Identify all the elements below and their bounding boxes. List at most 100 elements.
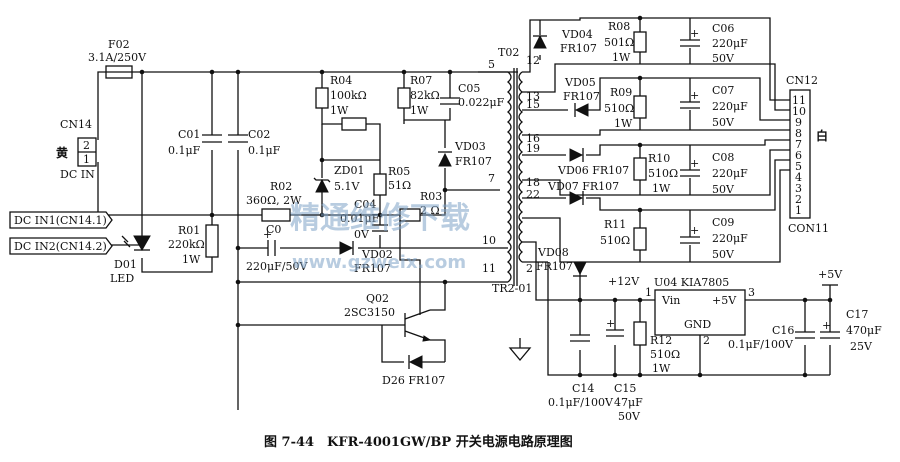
c04-value: 0.01μF	[340, 212, 380, 225]
vd02-type: FR107	[354, 262, 391, 275]
vd08-name: VD08	[537, 246, 569, 259]
figure-caption: 图 7-44 KFR-4001GW/BP 开关电源电路原理图	[264, 434, 573, 450]
vd07-label: VD07 FR107	[547, 180, 619, 193]
c03-value: 220μF/50V	[246, 260, 308, 273]
u04-pin1: 1	[645, 286, 652, 299]
diode-vd08: VD08 FR107	[536, 246, 587, 277]
r10-value: 510Ω	[648, 167, 678, 180]
tpin-5: 5	[488, 58, 495, 71]
c01-value: 0.1μF	[168, 144, 201, 157]
cn14-label: CN14	[60, 118, 92, 131]
svg-text:+: +	[690, 157, 699, 170]
capacitor-c08: + C08 220μF 50V	[680, 145, 748, 196]
r07-watt: 1W	[410, 104, 429, 117]
tpin-2: 2	[526, 262, 533, 275]
q02-name: Q02	[366, 292, 389, 305]
vd08-type: FR107	[536, 260, 573, 273]
r11-value: 510Ω	[600, 234, 630, 247]
r08-name: R08	[608, 20, 630, 33]
tpin-22: 22	[526, 188, 540, 201]
cn14-color: 黄	[56, 145, 68, 160]
resistor-r09: R09 510Ω 1W	[604, 86, 647, 130]
diode-vd05: VD05 FR107	[563, 76, 600, 117]
r04-name: R04	[330, 74, 352, 87]
c02-value: 0.1μF	[248, 144, 281, 157]
c17-name: C17	[846, 308, 868, 321]
u04-pin3: 3	[748, 286, 755, 299]
svg-text:+: +	[690, 27, 699, 40]
resistor-series	[341, 117, 367, 131]
watermark-url: www.gzweix.com	[292, 252, 466, 273]
cn12-label: CN12	[786, 74, 818, 87]
capacitor-c06: + C06 220μF 50V	[680, 18, 748, 65]
svg-text:+: +	[822, 319, 831, 332]
watermark-cn: 精通维修下载	[290, 201, 470, 236]
resistor-r05: R05 51Ω	[373, 165, 411, 196]
d01-type: LED	[110, 272, 134, 285]
diode-vd02: VD02 FR107	[339, 241, 393, 275]
r09-watt: 1W	[614, 117, 633, 130]
cpin-3: 3	[795, 182, 802, 195]
c14-value: 0.1μF/100V	[548, 396, 614, 409]
tpin-18: 18	[526, 176, 540, 189]
capacitor-c03: + C0 220μF/50V	[246, 223, 308, 273]
led-d01: D01 LED	[110, 235, 151, 285]
c16-value: 0.1μF/100V	[728, 338, 794, 351]
resistor-r12: R12 510Ω 1W	[633, 321, 680, 375]
r01-watt: 1W	[182, 253, 201, 266]
transistor-q02: Q02 2SC3150	[344, 292, 432, 342]
rail-labels: +12V +5V	[608, 268, 843, 288]
cpin-10: 10	[792, 105, 806, 118]
c14-name: C14	[572, 382, 594, 395]
c15-volt: 50V	[618, 410, 641, 423]
svg-text:+: +	[690, 224, 699, 237]
diode-vd06: VD06 FR107	[557, 148, 629, 177]
fuse-f02: F02 3.1A/250V	[88, 38, 147, 79]
zd01-value: 5.1V	[334, 180, 360, 193]
r05-name: R05	[388, 165, 410, 178]
c07-value: 220μF	[712, 100, 748, 113]
watermark: 精通维修下载 www.gzweix.com	[290, 201, 470, 273]
r12-name: R12	[650, 334, 672, 347]
r01-value: 220kΩ	[168, 238, 205, 251]
resistor-r02: R02 360Ω, 2W	[246, 180, 302, 222]
r11-name: R11	[604, 218, 626, 231]
vd04-type: FR107	[560, 42, 597, 55]
c15-name: C15	[614, 382, 636, 395]
u04-gnd: GND	[684, 318, 711, 331]
tpin-16: 16	[526, 132, 540, 145]
r09-value: 510Ω	[604, 102, 634, 115]
dcin2-label: DC IN2(CN14.2)	[14, 240, 107, 253]
capacitor-c09: + C09 220μF 50V	[680, 210, 748, 261]
capacitor-c05: C05 0.022μF	[440, 82, 505, 109]
cn14-connector: CN14 黄 2 1 DC IN	[56, 118, 97, 181]
dcin1-label: DC IN1(CN14.1)	[14, 214, 107, 227]
r04-watt: 1W	[330, 104, 349, 117]
cn14-pin1: 1	[83, 153, 90, 166]
c06-name: C06	[712, 22, 734, 35]
d26-label: D26 FR107	[382, 374, 445, 387]
c07-name: C07	[712, 84, 734, 97]
cn14-dcin: DC IN	[60, 168, 95, 181]
resistor-r01: R01 220kΩ 1W	[168, 224, 219, 266]
tr2-label: TR2-01	[492, 282, 532, 295]
tpin-19: 19	[526, 142, 540, 155]
cpin-11: 11	[792, 94, 806, 107]
c04-name: C04	[354, 198, 376, 211]
r08-watt: 1W	[612, 51, 631, 64]
r02-value: 360Ω, 2W	[246, 194, 302, 207]
u04-label: U04 KIA7805	[654, 276, 729, 289]
c17-value: 470μF	[846, 324, 882, 337]
r12-value: 510Ω	[650, 348, 680, 361]
cpin-8: 8	[795, 127, 802, 140]
r04-value: 100kΩ	[330, 89, 367, 102]
r10-watt: 1W	[652, 182, 671, 195]
regulator-u04: U04 KIA7805 Vin +5V GND 1 2 3	[645, 276, 755, 347]
resistor-r07: R07 82kΩ 1W	[397, 74, 440, 117]
t02-label: T02	[498, 46, 519, 59]
resistor-r03: R03 2 Ω	[399, 190, 442, 222]
diode-vd07: VD07 FR107	[547, 180, 619, 205]
v5-label: +5V	[818, 268, 843, 281]
cpin-4: 4	[795, 171, 802, 184]
r10-name: R10	[648, 152, 670, 165]
